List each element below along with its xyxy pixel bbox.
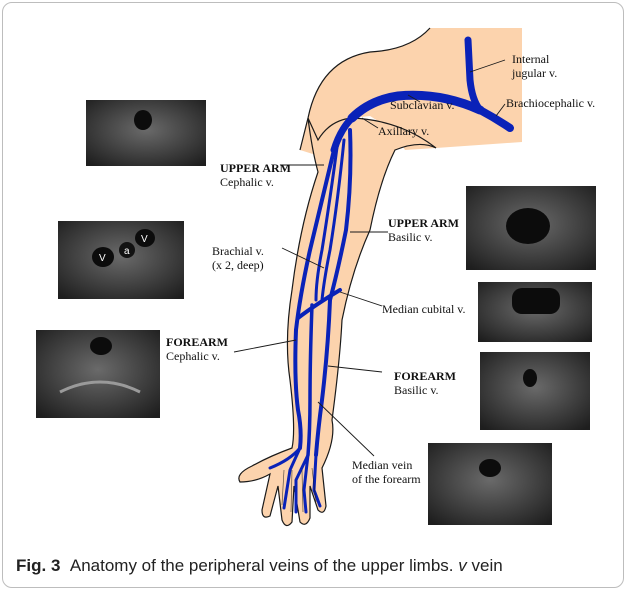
label-subclavian: Subclavian v.: [390, 98, 455, 112]
label-brachial: Brachial v. (x 2, deep): [212, 244, 264, 272]
ultrasound-forearm-cephalic: [36, 330, 160, 418]
ultrasound-median-cubital: [478, 282, 592, 342]
caption-abbrev-definition: vein: [471, 556, 502, 575]
label-upper-arm-basilic: UPPER ARM Basilic v.: [388, 216, 459, 244]
label-forearm-cephalic: FOREARM Cephalic v.: [166, 335, 228, 363]
label-median-cubital: Median cubital v.: [382, 302, 466, 316]
ultrasound-upper-arm-basilic: [466, 186, 596, 270]
region-upper-arm: UPPER ARM: [220, 161, 291, 175]
caption-text: Anatomy of the peripheral veins of the u…: [70, 556, 454, 575]
caption-abbrev-term: v: [458, 556, 467, 575]
ultrasound-brachial: [58, 221, 184, 299]
ultrasound-vein-mark-right: V: [141, 234, 148, 245]
label-forearm-basilic: FOREARM Basilic v.: [394, 369, 456, 397]
ultrasound-forearm-basilic: [480, 352, 590, 430]
label-axillary: Axillary v.: [378, 124, 429, 138]
region-forearm: FOREARM: [166, 335, 228, 349]
label-internal-jugular: Internal jugular v.: [512, 52, 557, 80]
label-median-forearm: Median vein of the forearm: [352, 458, 421, 486]
region-upper-arm: UPPER ARM: [388, 216, 459, 230]
figure-number: Fig. 3: [16, 556, 60, 575]
ultrasound-median-forearm: [428, 443, 552, 525]
figure-caption: Fig. 3 Anatomy of the peripheral veins o…: [16, 556, 503, 576]
label-brachiocephalic: Brachiocephalic v.: [506, 96, 595, 110]
arm-anatomy-diagram: V a V: [0, 0, 629, 540]
ultrasound-artery-mark: a: [124, 246, 130, 257]
ultrasound-vein-mark-left: V: [99, 253, 106, 264]
region-forearm: FOREARM: [394, 369, 456, 383]
label-upper-arm-cephalic: UPPER ARM Cephalic v.: [220, 161, 291, 189]
ultrasound-upper-arm-cephalic: [86, 100, 206, 166]
